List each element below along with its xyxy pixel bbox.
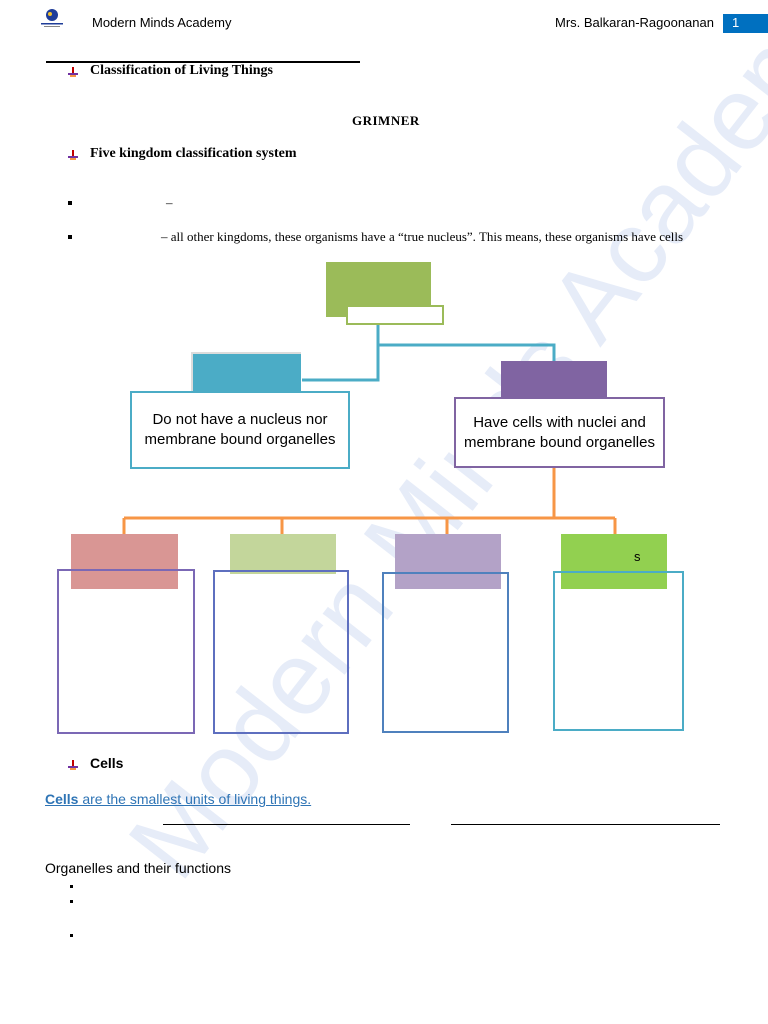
prokaryote-label-box — [191, 352, 301, 396]
bullet-square — [70, 900, 73, 903]
blank-line-2 — [451, 824, 720, 825]
prokaryote-description: Do not have a nucleus nor membrane bound… — [130, 391, 350, 469]
bullet-square — [70, 885, 73, 888]
section-bullet-icon — [67, 758, 79, 776]
kingdom-3-label-box — [395, 534, 501, 589]
kingdom-3-description-box — [382, 572, 509, 733]
eukaryote-label-box — [501, 361, 607, 401]
kingdom-2-label-box — [230, 534, 336, 574]
blank-line-1 — [163, 824, 410, 825]
bullet-2-text: – all other kingdoms, these organisms ha… — [161, 229, 684, 244]
kingdom-4-label-box — [561, 534, 667, 589]
classification-title: Classification of Living Things — [90, 63, 273, 78]
bullet-square — [70, 934, 73, 937]
grimner-heading: GRIMNER — [352, 113, 420, 128]
kingdom-4-label: s — [634, 549, 641, 564]
eukaryote-description: Have cells with nuclei and membrane boun… — [454, 397, 665, 468]
page-number-badge — [723, 14, 768, 33]
cells-definition-term: Cells — [45, 791, 79, 807]
bullet-square — [68, 235, 72, 239]
bullet-square — [68, 201, 72, 205]
cells-definition-rest: are the smallest units of living things. — [78, 791, 312, 807]
teacher-name: Mrs. Balkaran-Ragoonanan — [555, 15, 714, 30]
cells-definition: Cells are the smallest units of living t… — [45, 791, 311, 807]
section-bullet-icon — [67, 65, 79, 83]
title-rule — [46, 61, 360, 63]
school-logo — [40, 8, 64, 28]
five-kingdom-title: Five kingdom classification system — [90, 146, 297, 161]
kingdom-4-description-box — [553, 571, 684, 731]
organelles-title: Organelles and their functions — [45, 860, 231, 876]
page-number: 1 — [732, 15, 740, 30]
kingdom-1-description-box — [57, 569, 195, 734]
school-name: Modern Minds Academy — [92, 15, 232, 30]
root-description-box — [346, 305, 444, 325]
diagram-connectors — [122, 325, 617, 534]
kingdom-1-label-box — [71, 534, 178, 589]
cells-title: Cells — [90, 755, 124, 771]
bullet-1-dash: – — [166, 195, 173, 210]
section-bullet-icon — [67, 148, 79, 166]
kingdom-2-description-box — [213, 570, 349, 734]
